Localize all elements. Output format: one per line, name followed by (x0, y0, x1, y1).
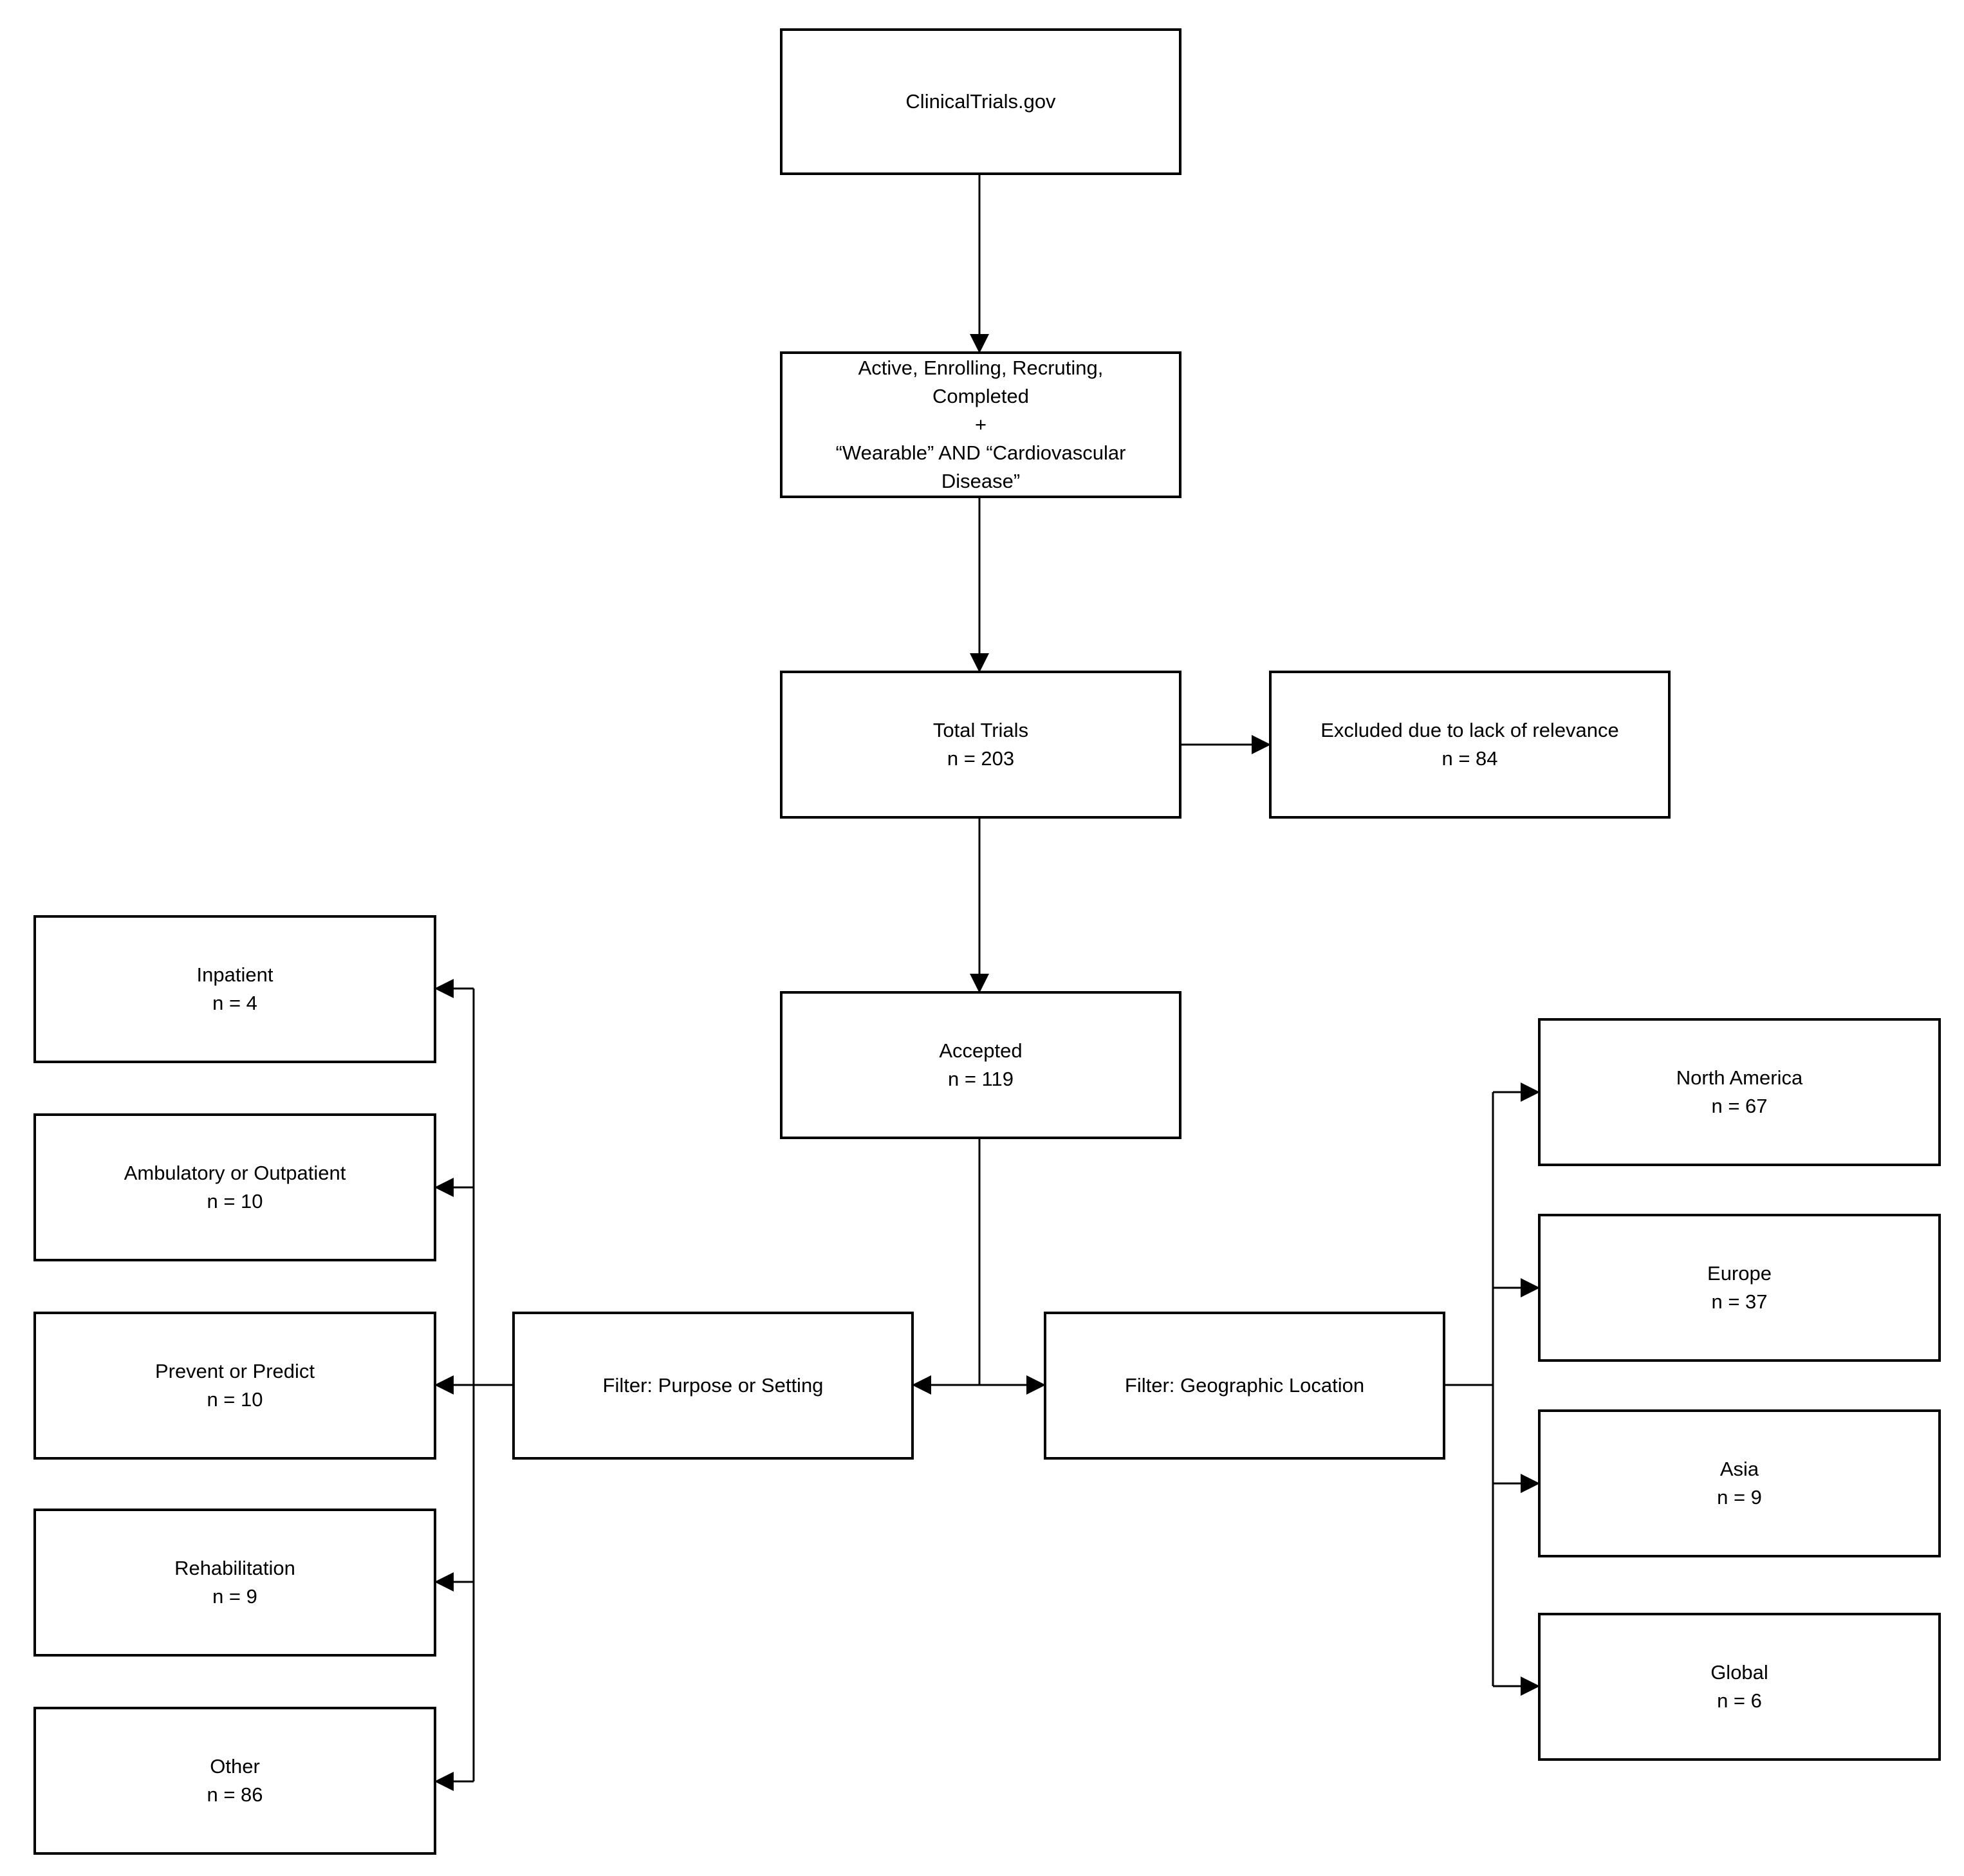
europe-line-1: n = 37 (1711, 1290, 1768, 1313)
rehab-box: Rehabilitation n = 9 (33, 1509, 436, 1657)
rehab-line-1: n = 9 (212, 1585, 257, 1608)
excluded-line-0: Excluded due to lack of relevance (1320, 719, 1619, 741)
north-america-box: North America n = 67 (1538, 1018, 1941, 1166)
asia-box-text: Asia n = 9 (1717, 1455, 1762, 1512)
europe-box-text: Europe n = 37 (1707, 1259, 1772, 1316)
accepted-box: Accepted n = 119 (780, 991, 1181, 1139)
north-america-line-1: n = 67 (1711, 1095, 1768, 1117)
accepted-line-1: n = 119 (947, 1068, 1014, 1090)
filter-purpose-box: Filter: Purpose or Setting (512, 1312, 914, 1460)
criteria-line-1: Completed (932, 385, 1029, 407)
filter-geo-box: Filter: Geographic Location (1044, 1312, 1445, 1460)
criteria-box-text: Active, Enrolling, Recruting, Completed + “… (836, 354, 1126, 496)
inpatient-line-0: Inpatient (196, 963, 273, 986)
criteria-line-2: + (974, 413, 987, 436)
prevent-box: Prevent or Predict n = 10 (33, 1312, 436, 1460)
europe-line-0: Europe (1707, 1262, 1772, 1285)
filter-purpose-box-text: Filter: Purpose or Setting (603, 1371, 824, 1400)
total-trials-box: Total Trials n = 203 (780, 671, 1181, 819)
other-box-text: Other n = 86 (207, 1752, 263, 1809)
north-america-line-0: North America (1676, 1066, 1803, 1089)
accepted-line-0: Accepted (939, 1039, 1023, 1062)
global-line-0: Global (1710, 1661, 1768, 1684)
ambulatory-box-text: Ambulatory or Outpatient n = 10 (124, 1159, 346, 1216)
inpatient-box: Inpatient n = 4 (33, 915, 436, 1063)
criteria-box: Active, Enrolling, Recruting, Completed + “… (780, 351, 1181, 498)
europe-box: Europe n = 37 (1538, 1214, 1941, 1362)
prevent-box-text: Prevent or Predict n = 10 (155, 1357, 315, 1414)
ambulatory-box: Ambulatory or Outpatient n = 10 (33, 1113, 436, 1261)
excluded-box-text: Excluded due to lack of relevance n = 84 (1320, 716, 1619, 773)
global-box-text: Global n = 6 (1710, 1658, 1768, 1715)
source-box-text: ClinicalTrials.gov (905, 88, 1055, 116)
criteria-line-0: Active, Enrolling, Recruting, (858, 357, 1104, 379)
excluded-line-1: n = 84 (1441, 747, 1498, 770)
total-line-1: n = 203 (947, 747, 1015, 770)
other-line-1: n = 86 (207, 1783, 263, 1806)
ambulatory-line-0: Ambulatory or Outpatient (124, 1162, 346, 1184)
source-box: ClinicalTrials.gov (780, 28, 1181, 175)
rehab-box-text: Rehabilitation n = 9 (174, 1554, 295, 1611)
filter-purpose-line-0: Filter: Purpose or Setting (602, 1374, 824, 1397)
criteria-line-4: Disease” (941, 470, 1021, 492)
global-line-1: n = 6 (1717, 1689, 1762, 1712)
prevent-line-1: n = 10 (207, 1388, 263, 1411)
global-box: Global n = 6 (1538, 1613, 1941, 1761)
ambulatory-line-1: n = 10 (207, 1190, 263, 1212)
inpatient-line-1: n = 4 (212, 992, 257, 1014)
source-line-0: ClinicalTrials.gov (905, 90, 1056, 113)
other-box: Other n = 86 (33, 1707, 436, 1855)
prevent-line-0: Prevent or Predict (154, 1360, 315, 1382)
excluded-box: Excluded due to lack of relevance n = 84 (1269, 671, 1671, 819)
criteria-line-3: “Wearable” AND “Cardiovascular (835, 441, 1126, 464)
total-line-0: Total Trials (932, 719, 1029, 741)
asia-line-0: Asia (1719, 1458, 1759, 1480)
north-america-box-text: North America n = 67 (1676, 1064, 1802, 1120)
filter-geo-box-text: Filter: Geographic Location (1125, 1371, 1364, 1400)
rehab-line-0: Rehabilitation (174, 1557, 295, 1579)
other-line-0: Other (210, 1755, 260, 1778)
inpatient-box-text: Inpatient n = 4 (197, 961, 273, 1017)
asia-line-1: n = 9 (1717, 1486, 1762, 1509)
total-trials-box-text: Total Trials n = 203 (933, 716, 1028, 773)
asia-box: Asia n = 9 (1538, 1409, 1941, 1557)
filter-geo-line-0: Filter: Geographic Location (1124, 1374, 1365, 1397)
accepted-box-text: Accepted n = 119 (939, 1037, 1022, 1093)
